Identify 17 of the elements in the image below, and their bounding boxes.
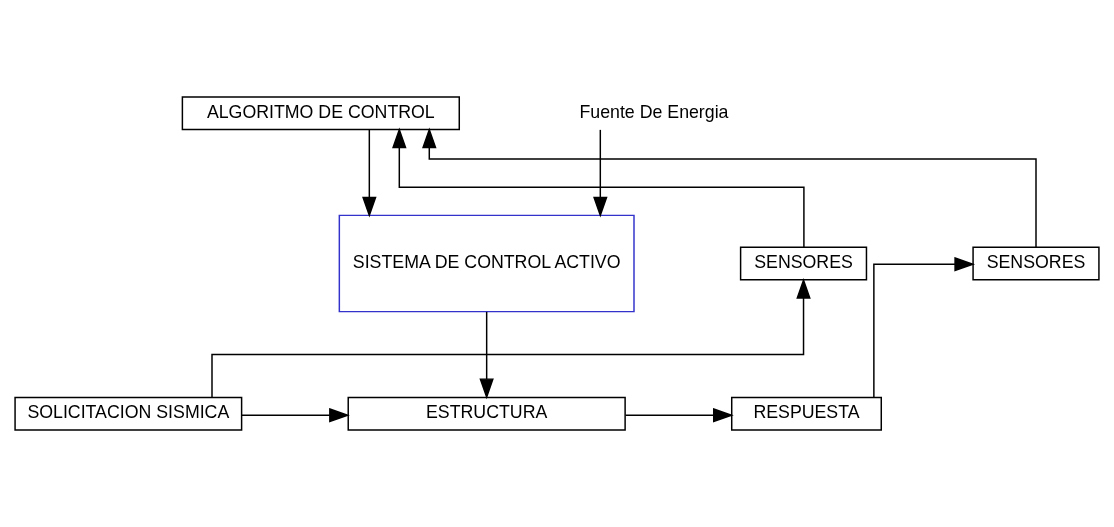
arrow: [422, 127, 1037, 248]
arrow: [873, 256, 976, 398]
node-box: SISTEMA DE CONTROL ACTIVO: [338, 214, 635, 313]
arrow: [593, 129, 608, 218]
arrow: [362, 129, 377, 218]
node-text: Fuente De Energia: [579, 101, 729, 122]
arrow: [479, 311, 494, 400]
node-box: ESTRUCTURA: [347, 396, 626, 431]
arrow: [624, 408, 734, 423]
node-box: SENSORES: [972, 246, 1100, 281]
node-box: SENSORES: [739, 246, 868, 281]
node-box: RESPUESTA: [731, 396, 882, 431]
arrow: [241, 408, 350, 423]
node-box: ALGORITMO DE CONTROL: [181, 96, 460, 131]
arrow: [392, 127, 805, 248]
node-box: SOLICITACION SISMICA: [14, 396, 243, 431]
arrow: [211, 277, 811, 398]
